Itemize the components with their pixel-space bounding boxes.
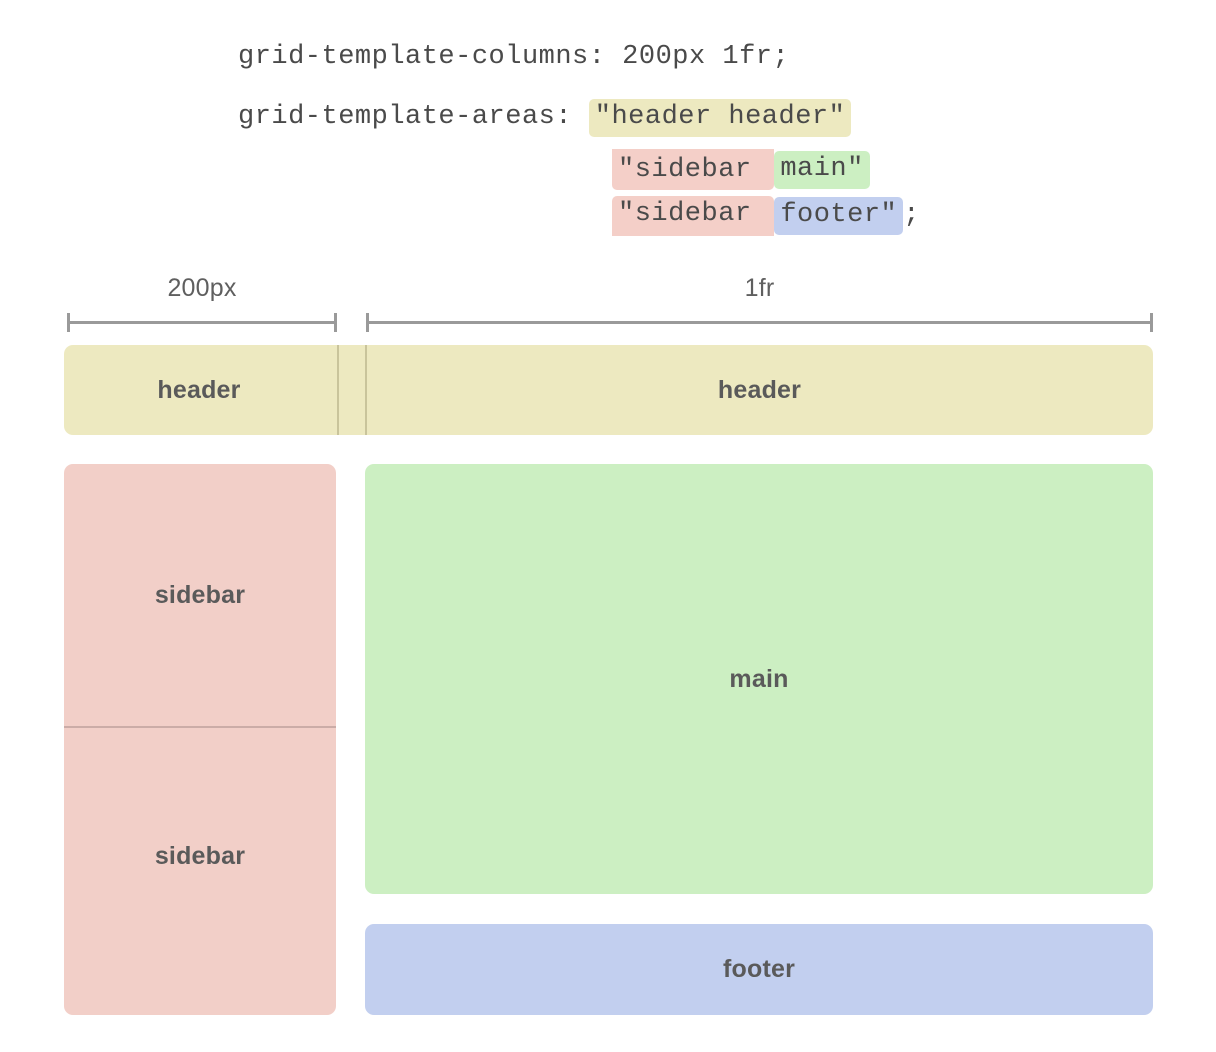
code-line-grid-template-columns: grid-template-columns: 200px 1fr;	[238, 32, 789, 83]
row-gutter-line	[64, 726, 336, 728]
code-text-areas-property: grid-template-areas:	[238, 102, 589, 132]
measure-rule	[366, 321, 1153, 324]
measure-cap-right	[334, 313, 337, 332]
code-area-sidebar-row2: "sidebar	[612, 149, 775, 190]
measure-cap-right	[1150, 313, 1153, 332]
grid-area-sidebar-label-row1: sidebar	[154, 581, 246, 609]
code-line-area-row-3: "sidebar footer";	[612, 190, 920, 241]
grid-area-header: header header	[64, 345, 1153, 435]
grid-area-header-label-col2: header	[717, 375, 802, 404]
measure-label-1fr: 1fr	[744, 274, 775, 302]
code-area-footer: footer"	[774, 196, 904, 235]
code-area-main: main"	[774, 150, 870, 189]
grid-area-main: main	[365, 464, 1153, 894]
measure-bar-column-2	[366, 313, 1153, 332]
code-area-row-header: "header header"	[588, 98, 852, 137]
code-semicolon: ;	[903, 200, 920, 230]
column-gutter-line-right	[365, 345, 367, 435]
grid-area-sidebar-label-row2: sidebar	[154, 842, 246, 870]
grid-area-footer: footer	[365, 924, 1153, 1015]
measure-rule	[67, 321, 337, 324]
code-line-area-row-2: "sidebar main"	[612, 144, 870, 195]
grid-area-footer-label: footer	[722, 955, 796, 983]
code-text-columns: grid-template-columns: 200px 1fr;	[238, 42, 790, 72]
measure-label-200px: 200px	[167, 274, 237, 302]
grid-area-header-label-col1: header	[157, 375, 241, 404]
code-area-sidebar-row3: "sidebar	[612, 195, 775, 236]
column-gutter-line-left	[337, 345, 339, 435]
grid-area-main-label: main	[729, 664, 789, 693]
code-line-grid-template-areas: grid-template-areas: "header header"	[238, 92, 852, 143]
measure-bar-column-1	[67, 313, 337, 332]
grid-area-sidebar: sidebar sidebar	[64, 464, 336, 1015]
